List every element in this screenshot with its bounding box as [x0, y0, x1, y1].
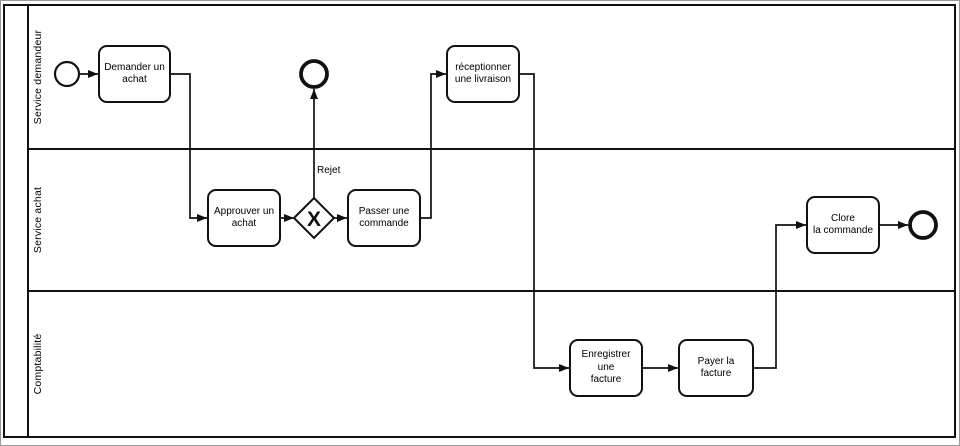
lanes-container: Service demandeur Service achat Comptabi…	[29, 6, 954, 436]
pool-label-strip	[5, 6, 29, 436]
flow-label-rejet: Rejet	[317, 165, 341, 176]
task-receptionner-une-livraison: réceptionner une livraison	[446, 45, 520, 103]
task-passer-une-commande: Passer une commande	[347, 189, 421, 247]
lane-label: Service achat	[32, 186, 44, 254]
lane-service-achat: Service achat	[29, 150, 954, 292]
task-demander-un-achat: Demander un achat	[98, 45, 171, 103]
lane-label: Service demandeur	[32, 29, 44, 125]
lane-comptabilite: Comptabilité	[29, 292, 954, 436]
task-approuver-un-achat: Approuver un achat	[207, 189, 281, 247]
lane-label: Comptabilité	[32, 333, 44, 395]
task-clore-la-commande: Clore la commande	[806, 196, 880, 254]
task-enregistrer-une-facture: Enregistrer une facture	[569, 339, 643, 397]
lane-service-demandeur: Service demandeur	[29, 6, 954, 150]
task-payer-la-facture: Payer la facture	[678, 339, 754, 397]
